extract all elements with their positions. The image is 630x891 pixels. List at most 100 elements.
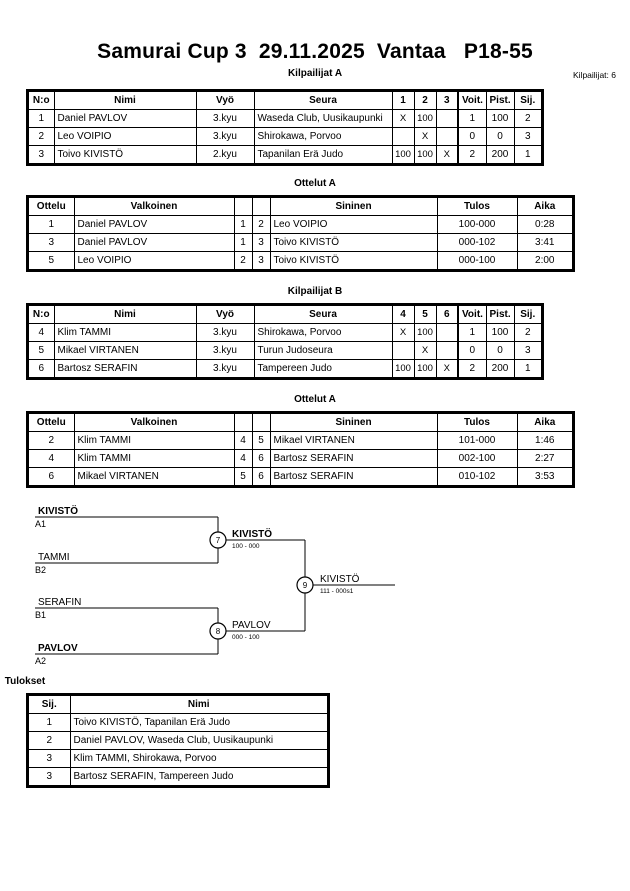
cell-sininen: Bartosz SERAFIN bbox=[269, 449, 438, 468]
col-white-no bbox=[233, 196, 253, 216]
cell-nimi: Bartosz SERAFIN, Tampereen Judo bbox=[69, 767, 329, 787]
cell-seura-text: Waseda Club, Uusikaupunki bbox=[257, 113, 383, 124]
entrants-count-label: Kilpailijat: 6 bbox=[573, 70, 616, 80]
cell-nimi: Klim TAMMI bbox=[53, 323, 197, 342]
cell-blue-no: 5 bbox=[251, 431, 271, 450]
cell-vyo: 3.kyu bbox=[195, 323, 255, 342]
cell-ottelu: 3 bbox=[27, 233, 75, 252]
cell-sininen: Leo VOIPIO bbox=[269, 215, 438, 234]
col-pist: Pist. bbox=[485, 90, 515, 110]
cell-voit: 0 bbox=[457, 341, 487, 360]
col-valkoinen: Valkoinen bbox=[73, 412, 235, 432]
match-node-8 bbox=[209, 622, 227, 640]
table-row: 4 Klim TAMMI 3.kyu Shirokawa, Porvoo X 1… bbox=[27, 323, 543, 342]
matches-b-table: Ottelu Valkoinen Sininen Tulos Aika 2 Kl… bbox=[26, 411, 575, 488]
match-node-7 bbox=[209, 531, 227, 549]
matches-b-caption: Ottelut A bbox=[294, 394, 336, 405]
elimination-bracket: 7 8 9 KIVISTÖ A1 TAMMI B2 SERAFIN B1 PAV… bbox=[0, 495, 630, 675]
cell-no: 1 bbox=[27, 109, 55, 128]
bracket-semifinal-top-score: 100 - 000 bbox=[232, 543, 260, 550]
pool-a-table: N:o Nimi Vyö Seura 1 2 3 Voit. Pist. Sij… bbox=[26, 89, 544, 166]
col-sij: Sij. bbox=[513, 90, 543, 110]
cell-no: 6 bbox=[27, 359, 55, 379]
bracket-entry-1-name: KIVISTÖ bbox=[38, 504, 78, 517]
cell-nimi: Daniel PAVLOV, Waseda Club, Uusikaupunki bbox=[69, 731, 329, 750]
matches-a-caption: Ottelut A bbox=[294, 178, 336, 189]
cell-ottelu: 2 bbox=[27, 431, 75, 450]
bracket-semifinal-top-winner: KIVISTÖ bbox=[232, 527, 272, 540]
cell-voit: 1 bbox=[457, 323, 487, 342]
col-blue-no bbox=[251, 196, 271, 216]
cell-sininen: Mikael VIRTANEN bbox=[269, 431, 438, 450]
cell-pist: 200 bbox=[485, 359, 515, 379]
cell-match-6: X bbox=[435, 359, 459, 379]
col-vyo: Vyö bbox=[195, 90, 255, 110]
cell-vyo: 2.kyu bbox=[195, 145, 255, 165]
cell-match-6 bbox=[435, 323, 459, 342]
cell-pist: 100 bbox=[485, 323, 515, 342]
cell-nimi: Toivo KIVISTÖ bbox=[53, 145, 197, 165]
cell-pist: 0 bbox=[485, 127, 515, 146]
cell-blue-no: 6 bbox=[251, 467, 271, 487]
cell-nimi: Klim TAMMI, Shirokawa, Porvoo bbox=[69, 749, 329, 768]
matches-a-table: Ottelu Valkoinen Sininen Tulos Aika 1 Da… bbox=[26, 195, 575, 272]
cell-vyo: 3.kyu bbox=[195, 127, 255, 146]
pool-b-table: N:o Nimi Vyö Seura 4 5 6 Voit. Pist. Sij… bbox=[26, 303, 544, 380]
cell-nimi: Mikael VIRTANEN bbox=[53, 341, 197, 360]
table-header-row: N:o Nimi Vyö Seura 1 2 3 Voit. Pist. Sij… bbox=[27, 90, 543, 110]
match-node-9 bbox=[296, 576, 314, 594]
table-row: 6 Bartosz SERAFIN 3.kyu Tampereen Judo 1… bbox=[27, 359, 543, 379]
col-match-2: 2 bbox=[413, 90, 437, 110]
col-no: N:o bbox=[27, 90, 55, 110]
col-sij: Sij. bbox=[513, 304, 543, 324]
cell-match-1 bbox=[391, 127, 415, 146]
cell-sininen: Toivo KIVISTÖ bbox=[269, 233, 438, 252]
cell-nimi: Leo VOIPIO bbox=[53, 127, 197, 146]
table-header-row: Sij. Nimi bbox=[27, 694, 329, 714]
table-row: 1 Daniel PAVLOV 3.kyu Waseda Club, Uusik… bbox=[27, 109, 543, 128]
cell-aika: 0:28 bbox=[516, 215, 574, 234]
table-row: 5 Leo VOIPIO 2 3 Toivo KIVISTÖ 000-100 2… bbox=[27, 251, 574, 271]
bracket-entry-3-seed: B1 bbox=[35, 610, 46, 620]
cell-tulos: 101-000 bbox=[436, 431, 518, 450]
cell-sininen: Toivo KIVISTÖ bbox=[269, 251, 438, 271]
cell-aika: 3:53 bbox=[516, 467, 574, 487]
cell-sij: 3 bbox=[27, 767, 71, 787]
cell-white-no: 1 bbox=[233, 233, 253, 252]
cell-tulos: 100-000 bbox=[436, 215, 518, 234]
col-blue-no bbox=[251, 412, 271, 432]
cell-match-6 bbox=[435, 341, 459, 360]
cell-match-5: 100 bbox=[413, 323, 437, 342]
table-row: 2 Daniel PAVLOV, Waseda Club, Uusikaupun… bbox=[27, 731, 329, 750]
bracket-entry-1-seed: A1 bbox=[35, 519, 46, 529]
cell-nimi: Toivo KIVISTÖ, Tapanilan Erä Judo bbox=[69, 713, 329, 732]
col-match-5: 5 bbox=[413, 304, 437, 324]
table-row: 2 Leo VOIPIO 3.kyu Shirokawa, Porvoo X 0… bbox=[27, 127, 543, 146]
table-row: 6 Mikael VIRTANEN 5 6 Bartosz SERAFIN 01… bbox=[27, 467, 574, 487]
table-row: 1 Daniel PAVLOV 1 2 Leo VOIPIO 100-000 0… bbox=[27, 215, 574, 234]
cell-sij: 2 bbox=[513, 109, 543, 128]
bracket-entry-4-name: PAVLOV bbox=[38, 643, 78, 654]
col-ottelu: Ottelu bbox=[27, 196, 75, 216]
table-row: 3 Daniel PAVLOV 1 3 Toivo KIVISTÖ 000-10… bbox=[27, 233, 574, 252]
cell-seura: Waseda Club, Uusikaupunki bbox=[253, 109, 393, 128]
cell-white-no: 1 bbox=[233, 215, 253, 234]
cell-valkoinen: Daniel PAVLOV bbox=[73, 233, 235, 252]
cell-match-5: X bbox=[413, 341, 437, 360]
bracket-entry-2-name: TAMMI bbox=[38, 552, 69, 563]
col-ottelu: Ottelu bbox=[27, 412, 75, 432]
col-tulos: Tulos bbox=[436, 412, 518, 432]
cell-white-no: 4 bbox=[233, 449, 253, 468]
col-no: N:o bbox=[27, 304, 55, 324]
cell-nimi: Daniel PAVLOV bbox=[53, 109, 197, 128]
bracket-champion-name: KIVISTÖ bbox=[320, 573, 360, 585]
bracket-entry-4-seed: A2 bbox=[35, 656, 46, 666]
table-row: 5 Mikael VIRTANEN 3.kyu Turun Judoseura … bbox=[27, 341, 543, 360]
cell-voit: 2 bbox=[457, 359, 487, 379]
cell-aika: 2:00 bbox=[516, 251, 574, 271]
bracket-entry-2-seed: B2 bbox=[35, 565, 46, 575]
cell-voit: 2 bbox=[457, 145, 487, 165]
col-aika: Aika bbox=[516, 412, 574, 432]
col-valkoinen: Valkoinen bbox=[73, 196, 235, 216]
match-node-8-number: 8 bbox=[216, 627, 221, 636]
